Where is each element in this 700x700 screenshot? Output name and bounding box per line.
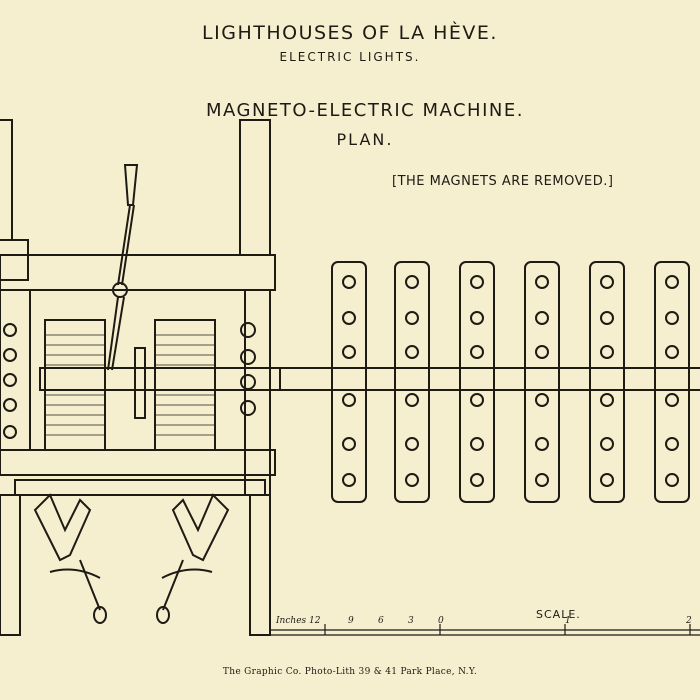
scale-bar — [270, 624, 700, 636]
coil-disc-2 — [394, 261, 430, 503]
coil-disc-6 — [654, 261, 690, 503]
scale-tick-1: 1 — [565, 616, 571, 626]
scale-unit: Inches 12 — [276, 616, 321, 626]
coil-disc-5 — [589, 261, 625, 503]
scale-tick-2: 2 — [686, 616, 692, 626]
plate-subtitle: ELECTRIC LIGHTS. — [279, 50, 421, 64]
armature-drum-left — [44, 319, 106, 451]
drawing-view: PLAN. — [336, 130, 394, 149]
drawing-note: [THE MAGNETS ARE REMOVED.] — [392, 174, 614, 189]
hand-lever — [107, 164, 139, 371]
drawing-heading: MAGNETO-ELECTRIC MACHINE. — [206, 100, 524, 121]
scale-tick-3: 3 — [408, 616, 414, 626]
coil-disc-4 — [524, 261, 560, 503]
left-frame — [0, 119, 276, 636]
scale-tick-0: 0 — [438, 616, 444, 626]
printer-credit: The Graphic Co. Photo-Lith 39 & 41 Park … — [222, 667, 478, 677]
brush-holder-left — [33, 493, 107, 624]
coil-disc-1 — [331, 261, 367, 503]
brush-holder-right — [156, 493, 230, 624]
scale-tick-9: 9 — [348, 616, 354, 626]
plate-title: LIGHTHOUSES OF LA HÈVE. — [202, 22, 498, 44]
coil-disc-3 — [459, 261, 495, 503]
main-shaft — [39, 367, 700, 391]
scale-label: SCALE. — [536, 608, 581, 621]
scale-tick-6: 6 — [378, 616, 384, 626]
armature-drum-right — [154, 319, 216, 451]
